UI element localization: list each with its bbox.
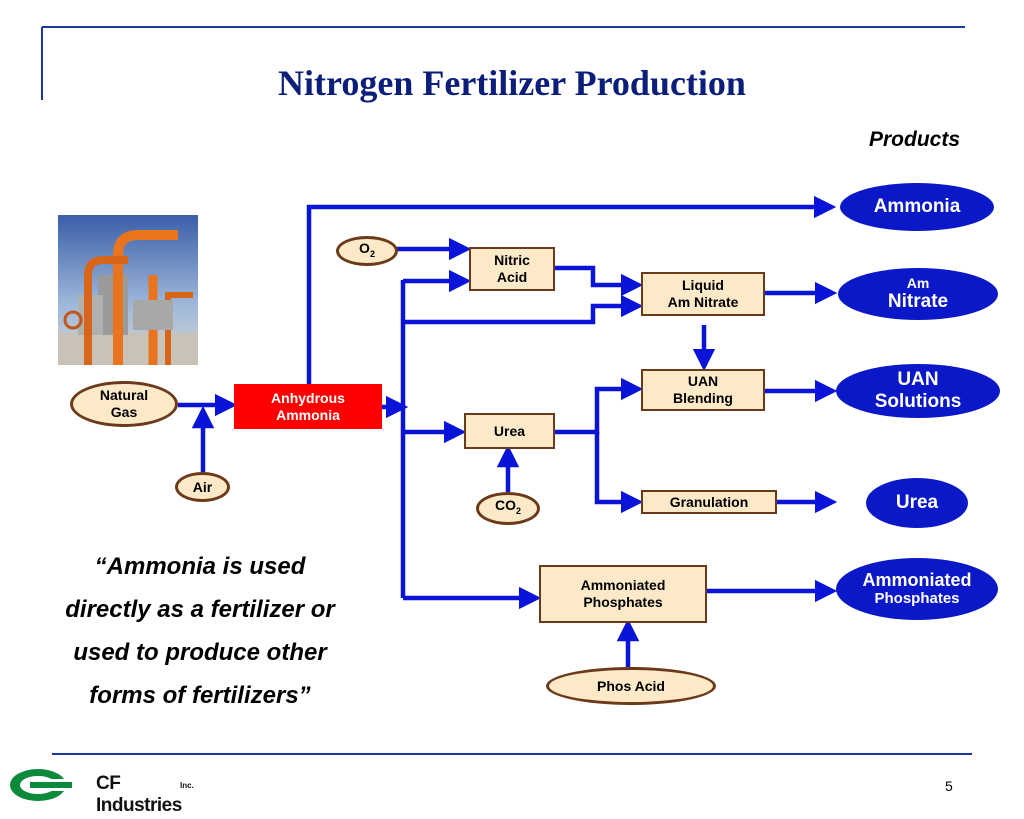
uan-blending-node: UAN Blending <box>641 369 765 411</box>
phos-acid-node: Phos Acid <box>546 667 716 705</box>
air-label: Air <box>192 478 213 495</box>
product-ammonia: Ammonia <box>840 183 994 231</box>
uan-line1: UAN <box>687 373 719 389</box>
product-am-nitrate-line2: Nitrate <box>887 291 949 312</box>
nitric-line2: Acid <box>496 269 528 285</box>
company-suffix: Inc. <box>180 781 194 790</box>
quote-line1: “Ammonia is used <box>94 553 306 580</box>
arrow-nitric-to-liquid <box>555 265 644 297</box>
arrow-to-ammonia <box>306 195 837 384</box>
cf-logo-mark-icon <box>10 769 78 801</box>
co2-label: CO2 <box>494 497 521 516</box>
product-urea-label: Urea <box>895 492 939 513</box>
ammoniated-line1: Ammoniated <box>580 577 666 593</box>
arrow-urea-to-uan <box>555 377 644 435</box>
natural-gas-line1: Natural <box>99 387 149 403</box>
product-ammonia-label: Ammonia <box>873 196 961 217</box>
o2-label: O2 <box>359 239 375 259</box>
nitric-line1: Nitric <box>494 252 530 268</box>
phos-acid-label: Phos Acid <box>597 677 665 694</box>
quote-line4: forms of fertilizers” <box>89 682 311 709</box>
quote-line3: used to produce other <box>73 639 327 666</box>
products-heading: Products <box>868 128 960 151</box>
ammoniated-line2: Phosphates <box>583 594 663 610</box>
product-ammoniated-line2: Phosphates <box>874 590 960 607</box>
granulation-label: Granulation <box>669 493 749 510</box>
anhydrous-line2: Ammonia <box>276 406 340 423</box>
anhydrous-line1: Anhydrous <box>271 389 345 406</box>
arrow-urea-to-granulation <box>594 432 644 514</box>
anhydrous-ammonia-node: Anhydrous Ammonia <box>234 384 382 429</box>
quote-line2: directly as a fertilizer or <box>65 596 335 623</box>
cf-industries-logo: CF Industries Inc. <box>8 765 198 816</box>
air-node: Air <box>175 472 230 502</box>
product-ammoniated-line1: Ammoniated <box>862 570 972 590</box>
ammoniated-phosphates-node: Ammoniated Phosphates <box>539 565 707 623</box>
page-number: 5 <box>945 778 953 794</box>
product-ammoniated-phosphates: Ammoniated Phosphates <box>836 558 998 620</box>
liquid-line1: Liquid <box>682 277 724 293</box>
company-name: CF Industries <box>96 773 182 816</box>
slide-title: Nitrogen Fertilizer Production <box>278 63 746 103</box>
nitric-acid-node: Nitric Acid <box>469 247 555 291</box>
arrow-bus-to-liquid <box>403 294 644 325</box>
urea-label: Urea <box>493 422 526 439</box>
ammonia-quote: “Ammonia is used directly as a fertilize… <box>30 545 370 717</box>
liquid-line2: Am Nitrate <box>667 294 739 310</box>
granulation-node: Granulation <box>641 490 777 514</box>
co2-node: CO2 <box>476 492 540 525</box>
natural-gas-line2: Gas <box>110 404 138 420</box>
natural-gas-node: Natural Gas <box>70 381 178 427</box>
ammonia-plant-photo <box>58 215 198 365</box>
o2-node: O2 <box>336 236 398 266</box>
urea-node: Urea <box>464 413 555 449</box>
uan-line2: Blending <box>673 390 733 406</box>
liquid-am-nitrate-node: Liquid Am Nitrate <box>641 272 765 316</box>
product-uan-line1: UAN <box>897 369 939 390</box>
product-uan-line2: Solutions <box>874 391 962 412</box>
product-uan-solutions: UAN Solutions <box>836 364 1000 418</box>
product-urea: Urea <box>866 478 968 528</box>
product-am-nitrate: Am Nitrate <box>838 268 998 320</box>
product-am-nitrate-line1: Am <box>906 275 930 291</box>
